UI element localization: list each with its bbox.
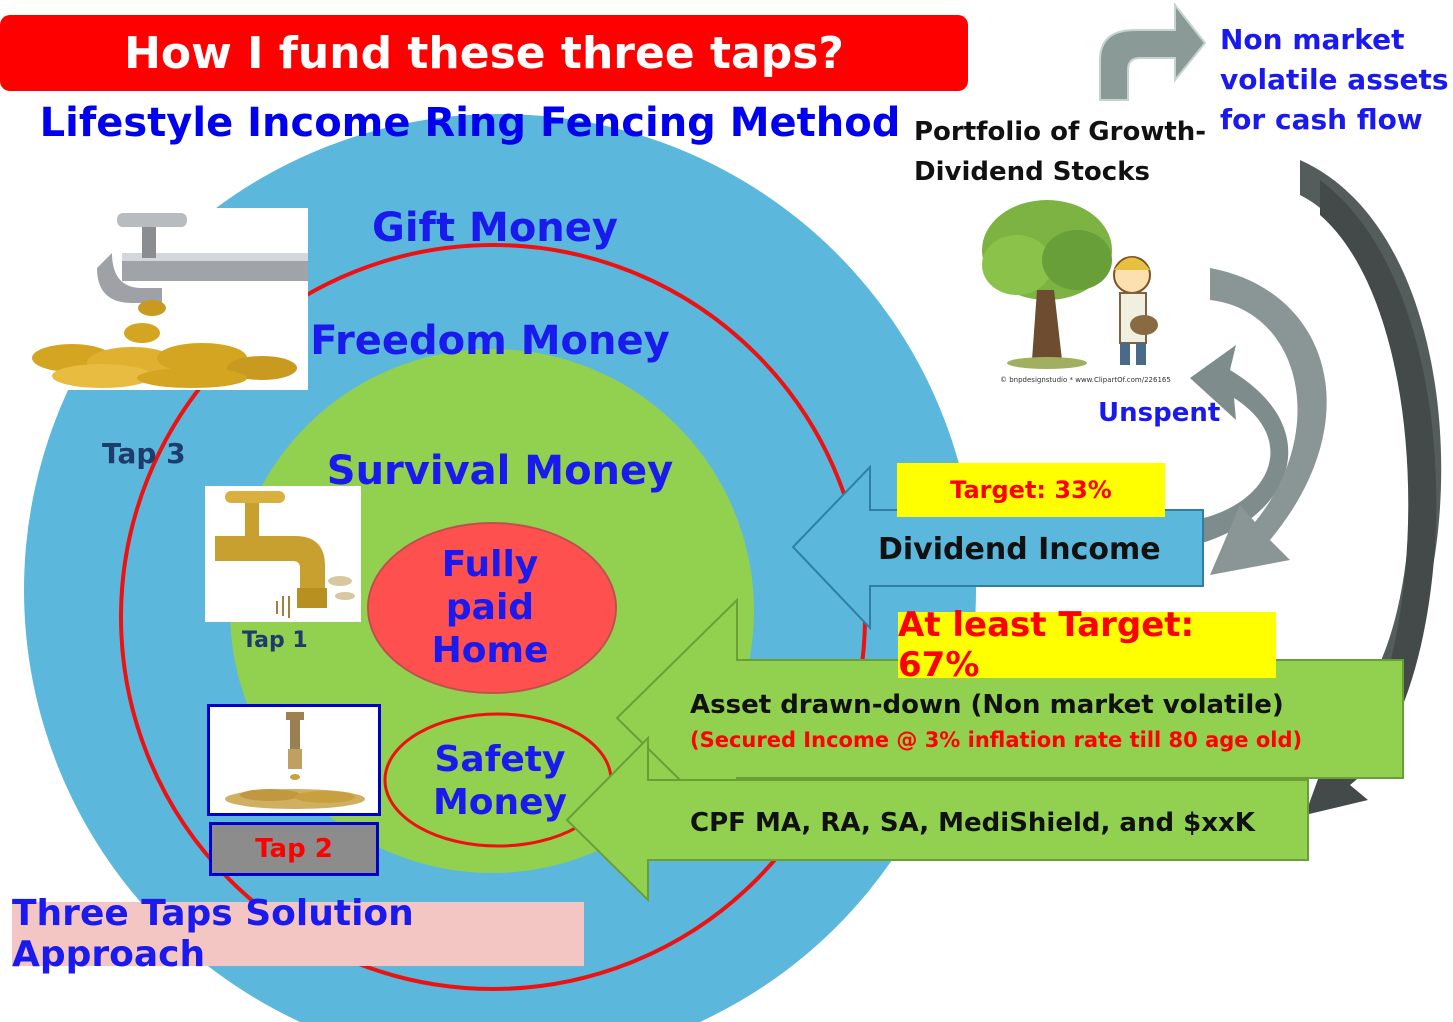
cash-flow-arrow-inner [1305, 180, 1437, 815]
tap2-image [207, 704, 381, 816]
cpf-label: CPF MA, RA, SA, MediShield, and $xxK [690, 808, 1255, 838]
clipart-credit: © bnpdesignstudio * www.ClipartOf.com/22… [1000, 376, 1171, 384]
gold-faucet-icon [215, 491, 355, 618]
three-taps-approach-label: Three Taps Solution Approach [12, 893, 584, 975]
dividend-income-arrow [791, 464, 1204, 631]
unspent-label: Unspent [1098, 398, 1221, 428]
money-tree-icon [982, 200, 1158, 369]
non-market-line-3: for cash flow [1220, 103, 1423, 136]
tap2-label: Tap 2 [209, 822, 379, 876]
non-market-line-2: volatile assets [1220, 63, 1449, 96]
safety-line-2: Money [432, 782, 568, 824]
freedom-money-label: Freedom Money [310, 318, 670, 364]
asset-drawdown-sublabel: (Secured Income @ 3% inflation rate till… [690, 728, 1303, 752]
gift-money-label: Gift Money [372, 205, 618, 251]
tap3-image [12, 208, 308, 390]
dividend-to-portfolio-arrow [1210, 268, 1327, 575]
money-tree-image [972, 195, 1172, 390]
portfolio-title: Portfolio of Growth- Dividend Stocks [914, 112, 1206, 192]
faucet-coins-icon [32, 213, 308, 388]
page-title: How I fund these three taps? [0, 15, 968, 91]
non-market-line-1: Non market [1220, 23, 1405, 56]
fully-paid-home-label: Fully paid Home [400, 543, 580, 673]
asset-target-badge: At least Target: 67% [898, 605, 1276, 685]
home-line-1: Fully [441, 544, 539, 585]
dividend-target-badge: Target: 33% [897, 463, 1165, 517]
coin-faucet-icon [225, 712, 365, 809]
asset-drawdown-arrow [615, 597, 1404, 839]
diagram-subtitle: Lifestyle Income Ring Fencing Method [39, 100, 901, 146]
tap1-image [205, 486, 361, 622]
asset-drawdown-label: Asset drawn-down (Non market volatile) [690, 690, 1284, 720]
portfolio-title-line-1: Portfolio of Growth- [914, 117, 1207, 147]
survival-money-label: Survival Money [326, 448, 674, 494]
safety-line-1: Safety [434, 739, 566, 780]
home-line-3: Home [431, 630, 549, 672]
non-market-bent-arrow [1099, 2, 1207, 101]
home-line-2: paid [445, 587, 535, 629]
safety-money-label: Safety Money [410, 738, 590, 824]
portfolio-title-line-2: Dividend Stocks [914, 157, 1150, 187]
cpf-arrow [565, 735, 1309, 903]
dividend-income-label: Dividend Income [878, 532, 1161, 567]
tap1-label: Tap 1 [242, 628, 308, 653]
unspent-return-arrow [1190, 345, 1289, 545]
tap3-label: Tap 3 [102, 437, 186, 470]
non-market-label: Non market volatile assets for cash flow [1220, 20, 1449, 140]
fully-paid-home-ellipse [367, 522, 617, 694]
